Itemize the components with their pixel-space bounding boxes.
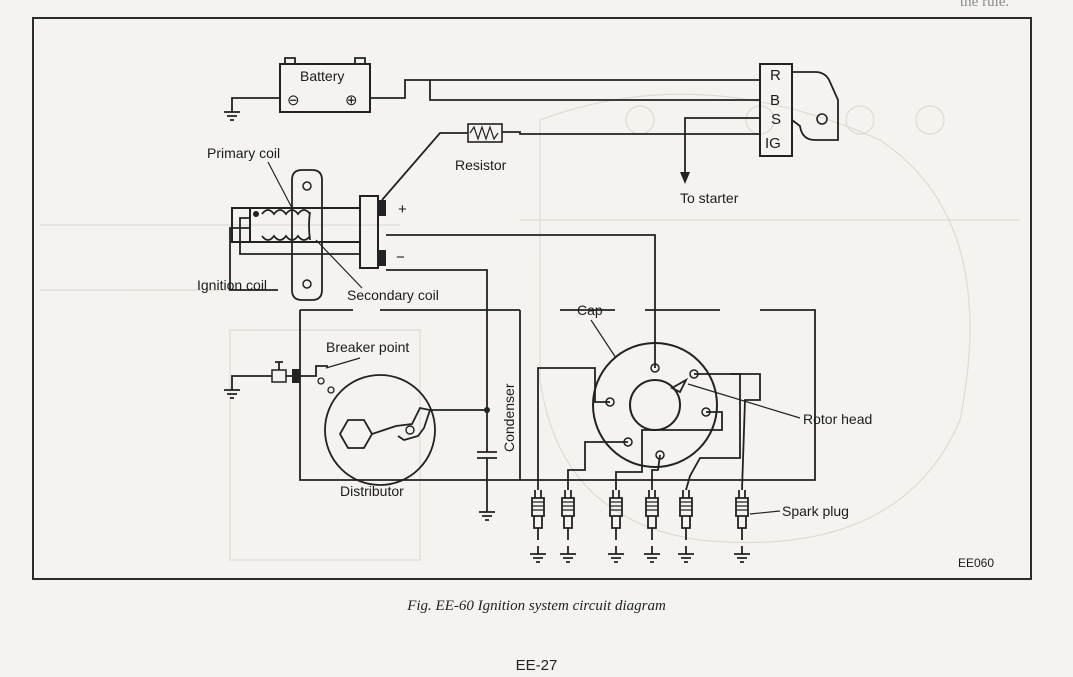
to-starter-arrow-icon (680, 172, 690, 184)
ground-symbol-battery (224, 111, 240, 121)
resistor-to-coil-wire (381, 132, 468, 201)
distributor-outline (299, 310, 816, 481)
ig-wire (502, 131, 760, 135)
breaker-ground-wire (231, 375, 272, 390)
ignition-coil (231, 169, 386, 301)
distributor-cam (338, 419, 374, 449)
to-starter-wire (684, 117, 760, 180)
resistor (467, 123, 503, 143)
ground-symbol-breaker (224, 389, 240, 399)
battery-positive-wire (370, 79, 760, 99)
breaker-point-label: Breaker point (326, 339, 409, 355)
cap-label: Cap (577, 302, 603, 318)
switch-terminal-s: S (771, 111, 781, 128)
battery-negative-icon: ⊖ (287, 92, 300, 109)
coil-negative-wire (386, 269, 488, 410)
switch-terminal-r: R (770, 67, 781, 84)
distributor-top-edge-right (645, 309, 816, 360)
breaker-arm-pivot (405, 425, 415, 435)
coil-internal-wire-2 (229, 227, 278, 291)
rotor-head-leader (687, 383, 801, 419)
switch-b-wire (429, 80, 760, 101)
switch-terminal-ig: IG (765, 135, 781, 152)
ignition-switch: R B S IG (759, 63, 839, 157)
figure-caption: Fig. EE-60 Ignition system circuit diagr… (407, 598, 666, 614)
coil-junction-dot (253, 211, 259, 217)
breaker-point (271, 361, 335, 394)
battery-label: Battery (300, 68, 344, 84)
diagram-frame (32, 17, 1032, 580)
page-number: EE-27 (515, 657, 558, 674)
switch-terminal-b: B (770, 92, 780, 109)
distributor-body-circle (324, 374, 436, 486)
figure-id: EE060 (958, 556, 994, 570)
breaker-point-leader (325, 357, 361, 369)
coil-minus-terminal: − (396, 249, 405, 266)
spark-plug-leads (537, 367, 761, 491)
primary-coil-label: Primary coil (207, 145, 280, 161)
spark-plug-leader (749, 510, 781, 515)
resistor-label: Resistor (455, 157, 507, 173)
spark-plug-label: Spark plug (782, 503, 849, 519)
battery: Battery ⊖ ⊕ (279, 57, 371, 113)
condenser (477, 410, 497, 521)
high-tension-lead (386, 234, 656, 368)
secondary-coil-label: Secondary coil (347, 287, 439, 303)
battery-positive-icon: ⊕ (345, 92, 358, 109)
page-header-fragment: the rule. (960, 0, 1010, 10)
spark-plugs (530, 490, 750, 563)
secondary-coil-leader (315, 239, 363, 289)
ignition-coil-label: Ignition coil (197, 277, 267, 293)
coil-plus-terminal: + (398, 201, 407, 218)
condenser-label: Condenser (501, 383, 517, 452)
battery-ground-wire (231, 97, 280, 112)
rotor-head-label: Rotor head (803, 411, 872, 427)
distributor-label: Distributor (340, 483, 404, 499)
coil-internal-wire-1 (239, 217, 360, 255)
breaker-arm (371, 406, 432, 441)
cap-leader (590, 319, 617, 359)
primary-coil-leader (267, 161, 293, 209)
to-starter-label: To starter (680, 190, 739, 206)
